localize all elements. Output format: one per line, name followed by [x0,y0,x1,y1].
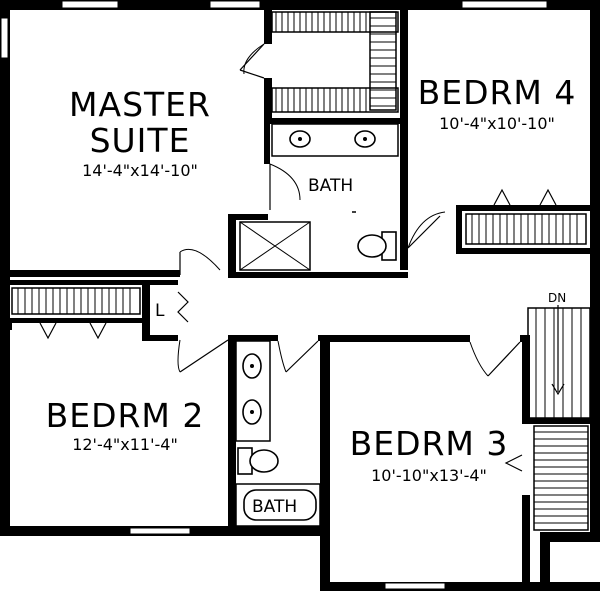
bedroom3-title: BEDRM 3 [350,424,509,463]
hall-bath-door [277,340,319,373]
master-bath-label: BATH [308,176,353,196]
staircase: DN [527,291,591,419]
bedroom4-dimensions: 10'-4"x10'-10" [439,114,555,133]
bedroom4-title: BEDRM 4 [418,73,577,112]
bedroom2-door [177,339,229,373]
linen-label: L [155,301,165,321]
hall-bath-label: BATH [252,497,297,517]
bedroom3-door [469,341,521,377]
windows [0,0,548,590]
toilet-icon [357,231,397,261]
bedroom4-door [407,211,446,249]
master-suite-title-line1: MASTER [69,85,211,124]
master-suite-title-line2: SUITE [90,121,191,160]
master-suite-dimensions: 14'-4"x14'-10" [82,161,198,180]
master-bath-fixtures [179,123,399,275]
linen-closet: L [155,291,189,323]
interior-walls [8,8,592,585]
bedroom2-closet-shelving [11,287,141,340]
room-labels: MASTER SUITE 14'-4"x14'-10" BATH BEDRM 4… [46,73,577,485]
hall-bath-fixtures: BATH [235,340,321,527]
master-closet-shelving [239,11,399,113]
bedroom3-dimensions: 10'-10"x13'-4" [371,466,487,485]
bedroom3-closet-shelving [504,425,589,531]
bedroom2-title: BEDRM 2 [46,396,205,435]
bedroom2-dimensions: 12'-4"x11'-4" [72,435,178,454]
stairs-down-label: DN [548,291,566,305]
toilet-icon [237,447,279,475]
bedroom4-closet-shelving [465,188,587,245]
